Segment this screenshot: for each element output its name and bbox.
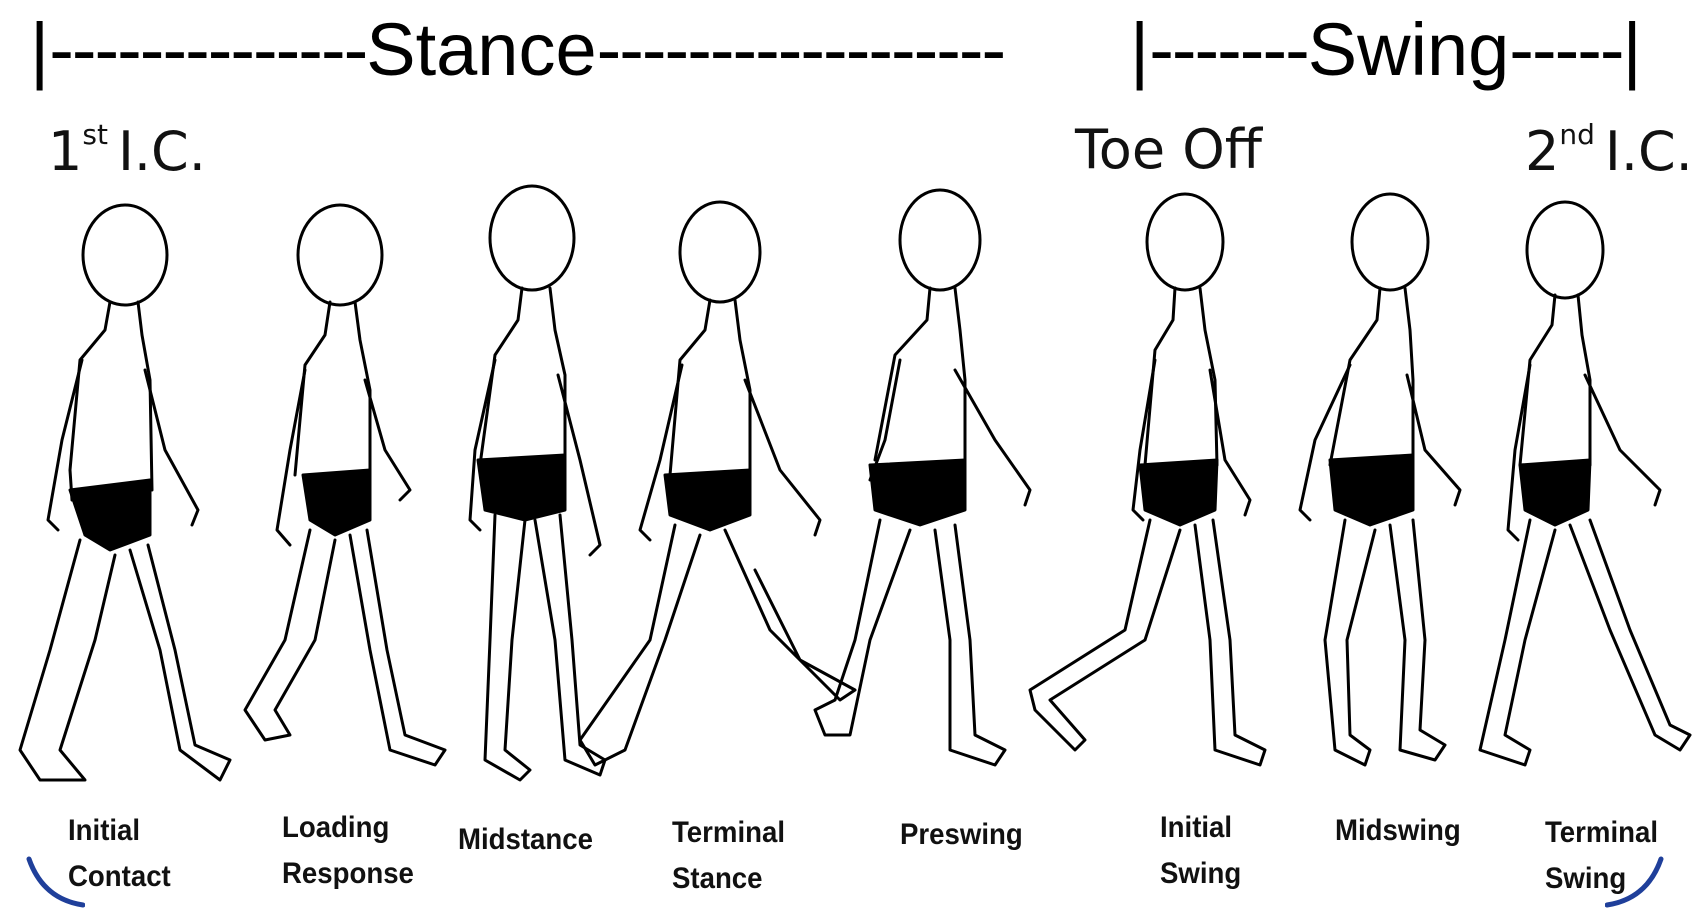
figure-preswing xyxy=(855,190,1095,810)
figure-initial-swing xyxy=(1095,190,1325,810)
figure-midswing xyxy=(1295,190,1495,810)
phase-label-midswing: Midswing xyxy=(1335,808,1461,854)
toe-off-label: Toe Off xyxy=(1075,118,1262,181)
figure-loading-response xyxy=(235,190,455,810)
figure-terminal-swing xyxy=(1490,190,1700,810)
figure-midstance xyxy=(440,190,620,810)
cycle-arc-right xyxy=(1605,855,1665,909)
phase-label-midstance: Midstance xyxy=(458,817,593,863)
stance-label: Stance xyxy=(366,8,596,91)
figure-terminal-stance xyxy=(610,190,850,810)
swing-phase-header: |-------Swing-----| xyxy=(1130,0,1690,105)
phase-label-preswing: Preswing xyxy=(900,812,1023,858)
swing-label: Swing xyxy=(1308,8,1510,91)
cycle-arc-left xyxy=(25,855,85,909)
stance-phase-header: |--------------Stance------------------ xyxy=(30,0,1140,105)
figure-initial-contact xyxy=(10,190,230,810)
